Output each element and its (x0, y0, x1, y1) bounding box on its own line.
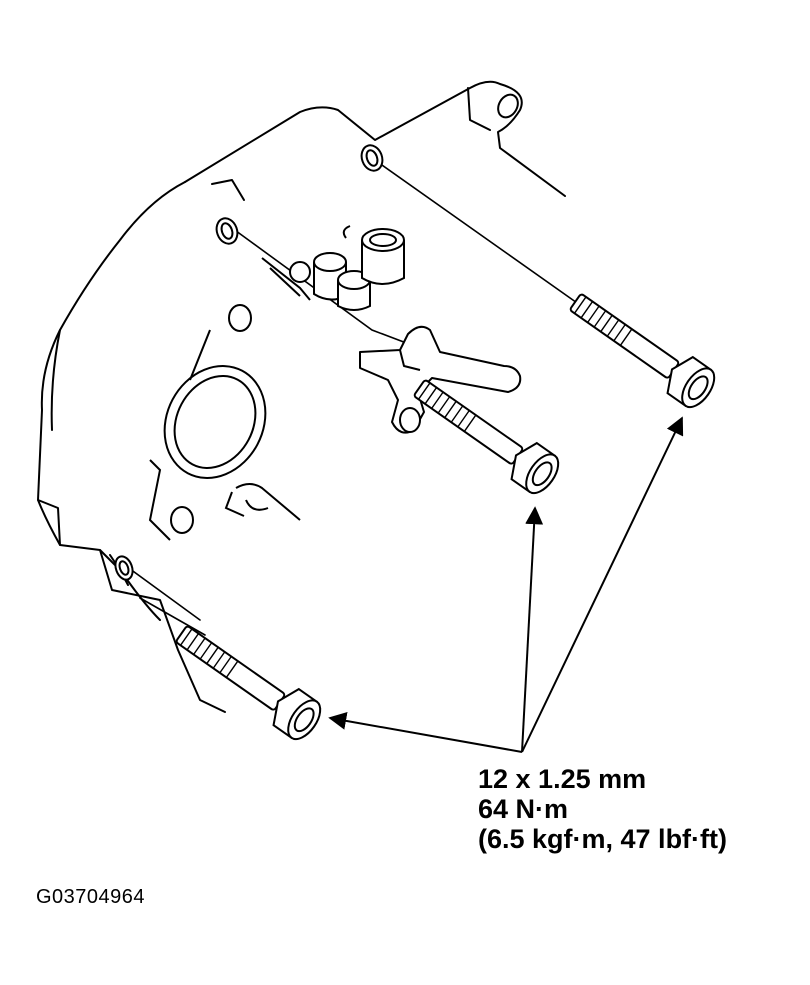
callout-arrow (328, 416, 684, 753)
pipe-fitting (224, 483, 301, 521)
housing-ribs (125, 157, 581, 636)
housing-outline (37, 80, 566, 713)
figure-id: G03704964 (36, 886, 146, 908)
bolt-icon (175, 625, 322, 741)
oval-seal (148, 329, 267, 541)
mounting-holes (114, 93, 519, 581)
sensor-cluster (261, 225, 405, 311)
shift-lever (359, 325, 522, 434)
bolt-size: 12 x 1.25 mm (478, 764, 647, 794)
torque-spec-label: 12 x 1.25 mm 64 N·m (6.5 kgf·m, 47 lbf·f… (478, 764, 727, 854)
torque-value: 64 N·m (478, 794, 569, 824)
bolt-icon (569, 293, 716, 409)
torque-alt-units: (6.5 kgf·m, 47 lbf·ft) (478, 824, 728, 854)
bolt-icon (413, 379, 560, 495)
